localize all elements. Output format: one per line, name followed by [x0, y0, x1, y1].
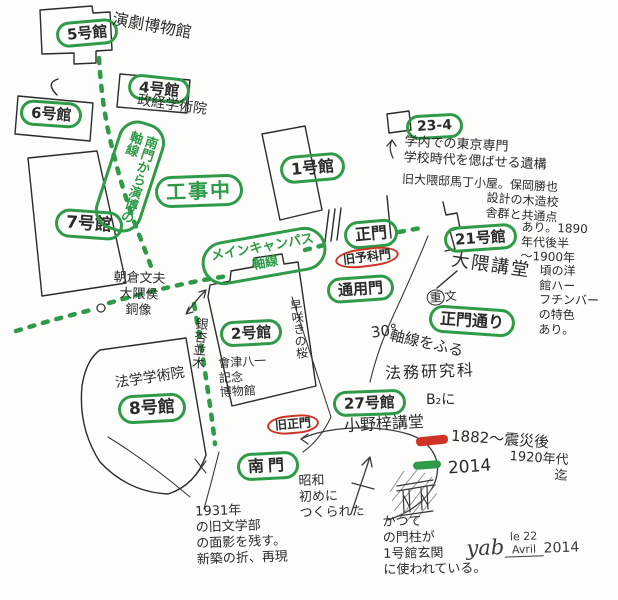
- building-outline-8: [80, 337, 207, 495]
- axis-dotted-west: [13, 306, 98, 334]
- building-outline-23-4: [386, 110, 412, 134]
- label-building-6: 6号館: [19, 98, 84, 130]
- label-b2: B₂に: [426, 392, 456, 408]
- label-south-gate: 南門: [236, 450, 300, 482]
- signature-year: 2014: [543, 538, 580, 557]
- south-gate-ticks: [194, 458, 207, 476]
- legend-green-label: 2014: [447, 455, 492, 479]
- label-under-construction: 工事中: [154, 173, 244, 209]
- label-service-gate: 通用門: [326, 273, 395, 305]
- road-curve-east: [369, 235, 429, 383]
- label-main-gate: 正門: [342, 217, 400, 250]
- leader-1931-note: [203, 451, 220, 510]
- axis-dotted-near-main-gate: [302, 242, 327, 253]
- okuma-hall-stroke: [436, 270, 458, 289]
- axis-dotted-east-of-gate: [396, 224, 429, 235]
- road-sakura-line: [291, 296, 332, 418]
- axis-dotted-ginkgo: [191, 301, 218, 447]
- label-building-8: 8号館: [117, 392, 187, 425]
- legend-red-label-2: 1920年代 迄: [509, 449, 570, 484]
- label-building-2: 2号館: [219, 318, 284, 348]
- label-important-cultural-property: 重文: [425, 273, 458, 307]
- statue-marker: [96, 303, 106, 313]
- north-arrow: [350, 456, 375, 515]
- arrow-junction-double: [185, 289, 207, 315]
- label-law-research-school: 法務研究科: [384, 360, 476, 383]
- main-gate-bars: [324, 207, 342, 243]
- road-southwest: [107, 436, 191, 498]
- label-aizu-museum: 會津八一 記念 博物館: [217, 353, 267, 400]
- road-edge-21: [386, 195, 392, 239]
- label-main-gate-street: 正門通り: [428, 304, 516, 338]
- arrow-to-23-4: [386, 139, 397, 159]
- building-outline-7: [27, 150, 127, 297]
- important-cultural-property-circle: 重: [425, 288, 446, 307]
- label-building-1: 1号館: [278, 151, 347, 185]
- road-to-south-gate: [302, 416, 332, 453]
- label-ono-azusa-auditorium: 小野梓講堂: [343, 411, 425, 436]
- axis-dotted-enpaku: [96, 55, 156, 275]
- building-outline-4: [116, 73, 191, 114]
- building-outline-2: [207, 253, 317, 407]
- signature-date-top-text: le 22: [509, 529, 538, 543]
- note-early-showa: 昭和 初めに つくられた: [298, 473, 365, 521]
- building-outline-6: [14, 95, 94, 142]
- note-relic-line4: あり。1890 年代後半 〜1900年: [520, 219, 589, 265]
- gate-sketch-pillars: [396, 479, 434, 517]
- signature-name: yab: [466, 534, 505, 560]
- signature-date-bottom: Avril: [511, 542, 537, 557]
- axis-dotted-center: [106, 273, 231, 306]
- label-okuma-statue: 朝倉文夫 大隈侯 銅像: [113, 270, 166, 319]
- important-cultural-property-text: 文: [444, 288, 458, 304]
- building-6-hook: [50, 78, 59, 96]
- building-outline-21: [442, 201, 461, 252]
- building-outline-5: [39, 5, 113, 65]
- building-outline-1: [261, 125, 323, 221]
- note-relic-line5: 頃の洋 館ハー フチンバー の特色 あり。: [538, 263, 600, 337]
- note-1931-faculty: 1931年 の旧文学部 の面影を残す。 新築の折、再現: [194, 502, 289, 568]
